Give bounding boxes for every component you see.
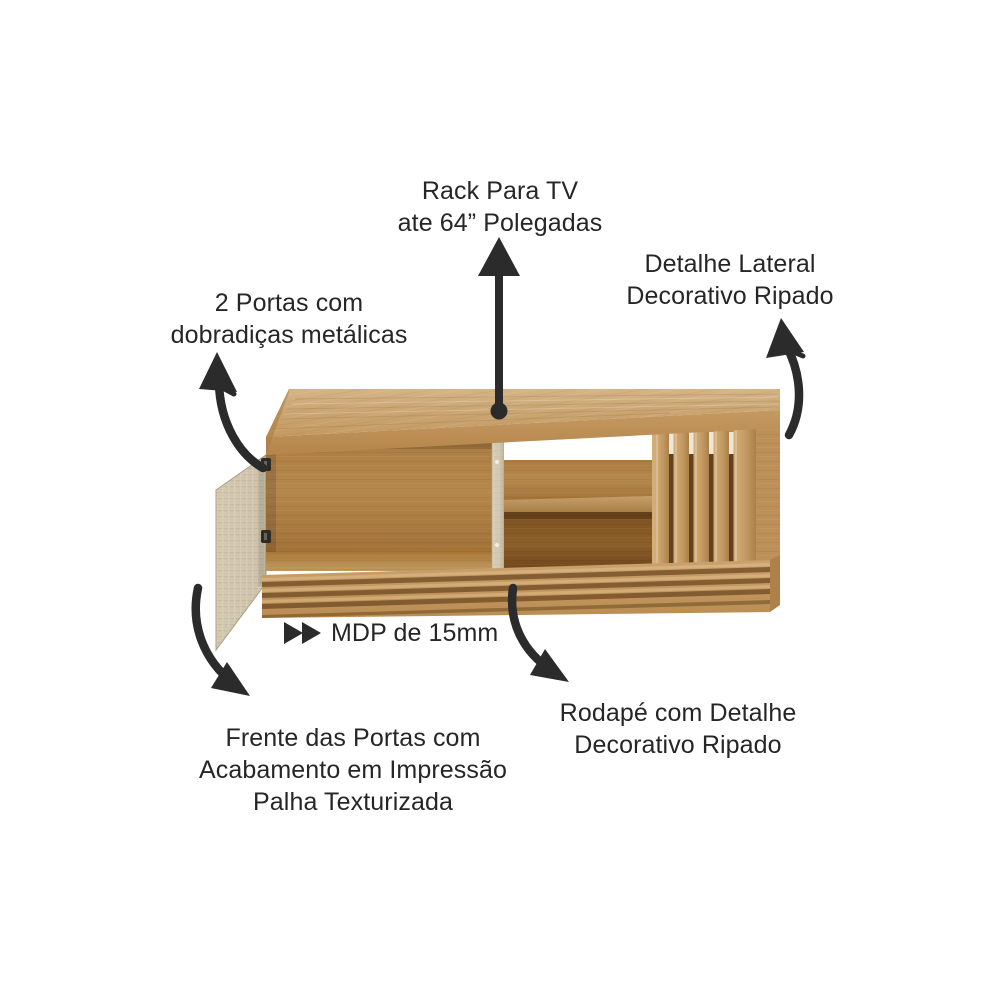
double-triangle-right-icon (284, 622, 321, 644)
callout-rack-tv-line2: ate 64” Polegadas (397, 209, 603, 237)
open-door (215, 454, 267, 652)
callout-portas-line1: 2 Portas com (214, 289, 364, 317)
arrow-rack-tv (478, 237, 520, 420)
slat-gap (709, 432, 714, 565)
slat (733, 428, 756, 571)
callout-rodape-line2: Decorativo Ripado (574, 731, 782, 759)
callout-mdp: MDP de 15mm (283, 618, 498, 648)
callout-rack-tv-line1: Rack Para TV (421, 177, 579, 205)
callout-arrows (191, 237, 806, 696)
arrow-lateral (766, 318, 806, 440)
callout-frente-line2: Acabamento em Impressão (198, 756, 508, 784)
slat (673, 428, 689, 571)
slat (655, 428, 669, 571)
callout-portas: 2 Portas com dobradiças metálicas (171, 287, 408, 351)
center-compartments (504, 432, 652, 570)
arrow-frente-portas (191, 583, 250, 696)
top-panel (266, 389, 780, 455)
callout-frente-line1: Frente das Portas com (225, 724, 481, 752)
callout-rack-tv: Rack Para TV ate 64” Polegadas (398, 175, 603, 239)
callout-rodape: Rodapé com Detalhe Decorativo Ripado (560, 697, 797, 761)
callout-mdp-text: MDP de 15mm (331, 619, 499, 647)
arrow-rodape (507, 583, 569, 682)
callout-lateral-line2: Decorativo Ripado (626, 282, 834, 310)
slat-panel (652, 428, 756, 571)
center-divider (491, 431, 505, 573)
slat-gap (689, 432, 694, 565)
callout-lateral-line1: Detalhe Lateral (644, 250, 816, 278)
slat-gap (669, 432, 674, 565)
callout-frente-line3: Palha Texturizada (253, 788, 453, 816)
slat (713, 428, 729, 571)
slat-gap (729, 432, 734, 565)
center-shelf (504, 496, 652, 512)
slat (693, 428, 709, 571)
arrow-portas (199, 352, 268, 473)
callout-portas-line2: dobradiças metálicas (170, 321, 408, 349)
callout-frente-portas: Frente das Portas com Acabamento em Impr… (199, 722, 507, 818)
callout-lateral: Detalhe Lateral Decorativo Ripado (626, 248, 833, 312)
callout-rodape-line1: Rodapé com Detalhe (559, 699, 797, 727)
